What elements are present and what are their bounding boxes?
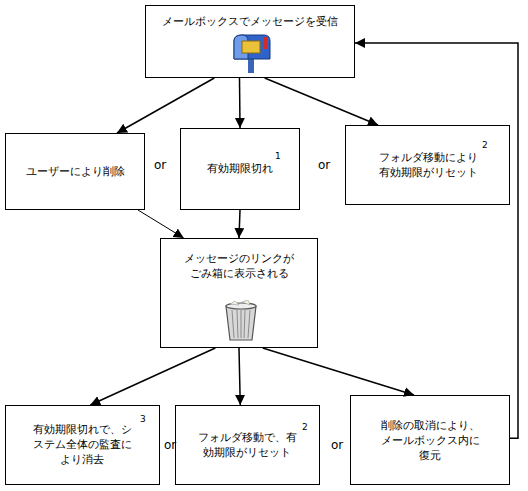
trash-icon [222, 300, 260, 342]
mailbox-body [234, 35, 270, 59]
process-box: フォルダ移動により 有効期限がリセット2 [345, 125, 510, 205]
footnote-number: 3 [140, 414, 146, 424]
arrow-connector [239, 348, 240, 405]
or-label: or [154, 158, 166, 172]
footnote-number: 1 [275, 151, 281, 161]
box-text: フォルダ移動により 有効期限がリセット [373, 150, 483, 180]
process-box: ユーザーにより削除 [5, 133, 145, 210]
box-text: フォルダ移動で、有 効期限がリセット [192, 430, 302, 460]
process-box: 有効期限切れ1 [180, 128, 300, 210]
process-box: フォルダ移動で、有 効期限がリセット2 [175, 405, 320, 485]
box-text: 有効期限切れで、シ ステム全体の監査に より消去 [27, 422, 137, 467]
box-text: メッセージのリンクが ごみ箱に表示される [179, 251, 299, 281]
box-text: ユーザーにより削除 [6, 164, 144, 179]
arrow-connector [355, 43, 518, 438]
or-label: or [164, 438, 176, 452]
arrow-connector [138, 210, 184, 238]
arrow-connector [265, 78, 378, 125]
basket-body [226, 306, 256, 340]
or-label: or [331, 438, 343, 452]
process-box: 削除の取消により、 メールボックス内に 復元 [350, 395, 510, 485]
process-box: 有効期限切れで、シ ステム全体の監査に より消去3 [5, 405, 160, 485]
mail-letter [242, 41, 260, 53]
arrow-connector [239, 210, 240, 238]
mailbox-flag [264, 37, 267, 49]
arrow-connector [239, 78, 241, 128]
box-text: 削除の取消により、 メールボックス内に 復元 [375, 418, 485, 463]
footnote-number: 2 [302, 422, 308, 432]
box-text: メールボックスでメッセージを受信 [146, 14, 354, 29]
arrow-connector [263, 348, 414, 395]
or-label: or [318, 158, 330, 172]
arrow-connector [90, 348, 215, 405]
basket-mesh [232, 310, 250, 338]
box-text: 有効期限切れ [181, 161, 299, 176]
footnote-number: 2 [482, 140, 488, 150]
arrow-connector [117, 78, 214, 133]
mailbox-icon [228, 33, 274, 73]
